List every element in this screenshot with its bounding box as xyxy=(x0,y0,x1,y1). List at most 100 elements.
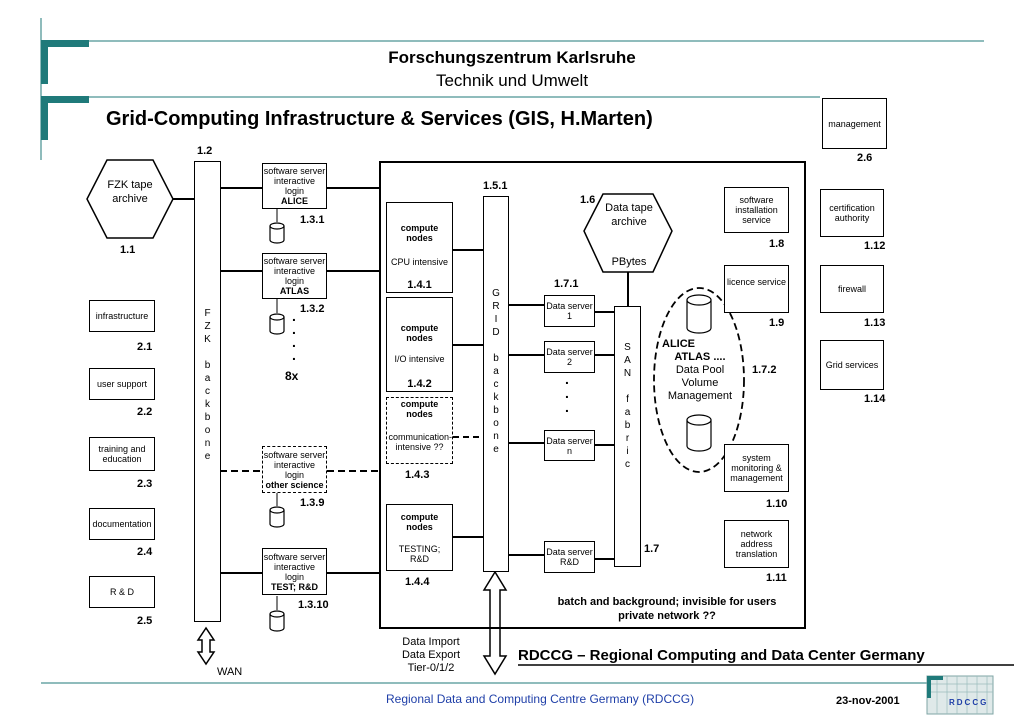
fzk-backbone: F Z K b a c k b o n e xyxy=(194,161,221,622)
certification-label: certification authority xyxy=(829,203,875,223)
compute-nodes-testing: compute nodes TESTING; R&D xyxy=(386,504,453,571)
documentation-box: documentation xyxy=(89,508,155,540)
data-pool-label: ALICE ATLAS .... Data Pool Volume Manage… xyxy=(662,338,738,403)
firewall-num: 1.13 xyxy=(864,317,886,329)
certification-num: 1.12 xyxy=(864,240,886,252)
ellipsis-dots: .... xyxy=(292,308,296,363)
software-installation-num: 1.8 xyxy=(769,238,785,250)
compute-nodes-cpu: compute nodes CPU intensive 1.4.1 xyxy=(386,202,453,293)
certification-box: certification authority xyxy=(820,189,884,237)
data-import-l2: Data Export xyxy=(401,649,461,661)
grid-services-num: 1.14 xyxy=(864,393,886,405)
software-server-alice-l2: interactive xyxy=(273,176,316,186)
rnd-label: R & D xyxy=(109,587,134,597)
compute-nodes-io: compute nodes I/O intensive 1.4.2 xyxy=(386,297,453,392)
software-server-other-l1: software server xyxy=(263,449,326,460)
software-server-test-num: 1.3.10 xyxy=(298,599,329,611)
software-server-other-name: other science xyxy=(265,479,324,490)
multiplier-label: 8x xyxy=(285,369,299,383)
compute-nodes-comm-num: 1.4.3 xyxy=(405,469,430,481)
software-server-test-l2: interactive xyxy=(273,561,316,572)
data-server-rnd-label: Data server R&D xyxy=(546,547,593,567)
data-pool-l3: Data Pool xyxy=(675,364,725,376)
system-monitoring-num: 1.10 xyxy=(766,498,788,510)
software-server-atlas-l2: interactive xyxy=(273,266,316,276)
footer-date: 23-nov-2001 xyxy=(836,695,900,707)
footer-center: Regional Data and Computing Centre Germa… xyxy=(386,692,695,706)
data-server-n: Data server n xyxy=(544,430,595,461)
management-label: management xyxy=(828,118,881,129)
compute-nodes-io-desc: I/O intensive xyxy=(394,354,445,364)
data-server-dots: ... xyxy=(565,371,569,415)
data-pool-num: 1.7.2 xyxy=(752,364,777,376)
footer-logo: RDCCG xyxy=(949,698,989,707)
san-fabric: S A N f a b r i c xyxy=(614,306,641,567)
page-title: Grid-Computing Infrastructure & Services… xyxy=(106,108,653,130)
batch-note-l1: batch and background; invisible for user… xyxy=(557,596,777,608)
documentation-label: documentation xyxy=(92,519,152,529)
training-box: training and education xyxy=(89,437,155,471)
management-box: management xyxy=(822,98,887,149)
software-server-alice-l1: software server xyxy=(263,166,326,176)
licence-service-label: licence service xyxy=(726,277,787,287)
data-pool-l1: ALICE xyxy=(662,338,695,350)
data-server-rnd: Data server R&D xyxy=(544,541,595,573)
software-server-other-l2: interactive xyxy=(273,459,316,470)
user-support-num: 2.2 xyxy=(137,406,153,418)
data-server-2-label: Data server 2 xyxy=(546,347,593,367)
compute-nodes-comm-desc: communication-intensive ?? xyxy=(388,432,453,452)
licence-service-num: 1.9 xyxy=(769,317,785,329)
software-server-atlas-name: ATLAS xyxy=(279,286,310,296)
compute-nodes-testing-desc: TESTING; R&D xyxy=(398,544,441,564)
firewall-box: firewall xyxy=(820,265,884,313)
data-import-l1: Data Import xyxy=(402,636,460,648)
san-fabric-label: S A N f a b r i c xyxy=(623,342,632,470)
infrastructure-num: 2.1 xyxy=(137,341,153,353)
compute-nodes-testing-title: compute nodes xyxy=(400,512,439,532)
user-support-box: user support xyxy=(89,368,155,400)
compute-nodes-cpu-desc: CPU intensive xyxy=(390,257,449,267)
software-server-alice: software server interactive login ALICE xyxy=(262,163,327,209)
software-server-alice-l3: login xyxy=(284,186,304,196)
data-server-1-label: Data server 1 xyxy=(546,301,593,321)
data-import-l3: Tier-0/1/2 xyxy=(407,662,455,674)
data-pool-l2: ATLAS .... xyxy=(674,351,726,363)
documentation-num: 2.4 xyxy=(137,546,153,558)
wan-label: WAN xyxy=(217,666,243,678)
software-server-test-name: TEST; R&D xyxy=(271,581,318,592)
data-server-n-label: Data server n xyxy=(546,435,593,456)
data-pool-l4: Volume xyxy=(681,377,719,389)
rnd-box: R & D xyxy=(89,576,155,608)
data-server-1: Data server 1 xyxy=(544,295,595,327)
nat-label: network address translation xyxy=(735,529,778,559)
management-num: 2.6 xyxy=(857,152,873,164)
software-server-test-l3: login xyxy=(284,571,304,582)
compute-nodes-cpu-title: compute nodes xyxy=(400,223,439,243)
software-server-atlas-l3: login xyxy=(284,276,304,286)
grid-services-box: Grid services xyxy=(820,340,884,390)
header-dept: Technik und Umwelt xyxy=(435,71,589,90)
compute-nodes-io-title: compute nodes xyxy=(400,323,439,343)
data-pool-l5: Management xyxy=(667,390,733,402)
batch-note: batch and background; invisible for user… xyxy=(533,595,801,623)
software-server-alice-name: ALICE xyxy=(281,196,308,206)
software-installation-box: software installation service xyxy=(724,187,789,233)
san-num: 1.7 xyxy=(644,543,660,555)
software-server-atlas-l1: software server xyxy=(263,256,326,266)
fzk-backbone-label: F Z K b a c k b o n e xyxy=(204,308,211,462)
data-tape-label: Data tape archive xyxy=(605,202,653,228)
training-num: 2.3 xyxy=(137,478,153,490)
software-installation-label: software installation service xyxy=(735,195,778,225)
nat-box: network address translation xyxy=(724,520,789,568)
firewall-label: firewall xyxy=(837,284,866,294)
batch-note-l2: private network ?? xyxy=(618,610,716,622)
compute-nodes-testing-num: 1.4.4 xyxy=(405,576,430,588)
compute-nodes-comm-title: compute nodes xyxy=(400,399,439,419)
user-support-label: user support xyxy=(96,379,148,389)
data-import-label: Data Import Data Export Tier-0/1/2 xyxy=(395,636,467,675)
grid-services-label: Grid services xyxy=(825,360,879,370)
software-server-test-l1: software server xyxy=(263,551,326,562)
grid-backbone-num: 1.5.1 xyxy=(483,180,508,192)
infrastructure-box: infrastructure xyxy=(89,300,155,332)
